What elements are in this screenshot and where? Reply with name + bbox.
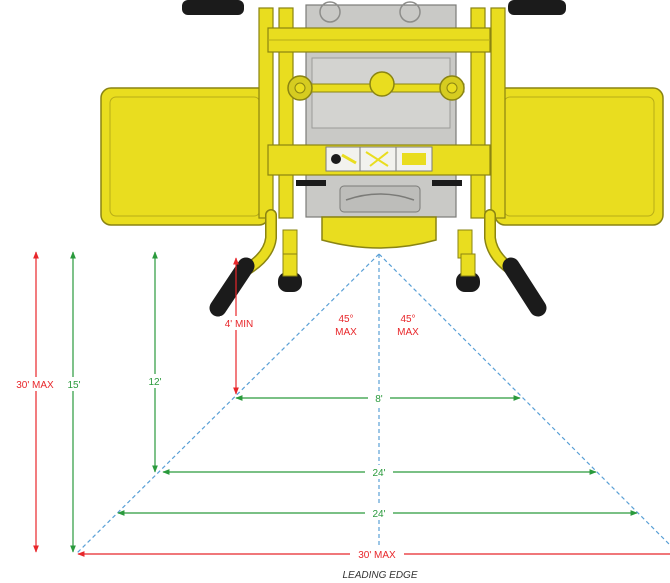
depth-12-label: 12' (148, 377, 161, 388)
dimension-lines (33, 251, 670, 557)
width-24-lower-label: 24' (372, 509, 385, 520)
right-caster-wheel (456, 272, 480, 292)
left-45-degree-line (76, 253, 380, 554)
right-angle-degree-label: 45° (400, 314, 415, 325)
left-angle-max-label: MAX (335, 327, 357, 338)
right-grip (502, 257, 547, 317)
front-right-tire (508, 0, 566, 15)
right-side-platform (494, 87, 664, 226)
diagram-labels: 4' MIN 45° MAX 45° MAX 8' 24' 24' 30' MA… (16, 314, 419, 581)
left-grip (209, 257, 255, 317)
left-angle-degree-label: 45° (338, 314, 353, 325)
width-24-upper-label: 24' (372, 468, 385, 479)
right-angle-max-label: MAX (397, 327, 419, 338)
rear-bumper (321, 216, 437, 249)
machine-illustration (100, 0, 664, 317)
leading-edge-label: LEADING EDGE (342, 570, 417, 581)
width-8-label: 8' (375, 394, 383, 405)
depth-15-label: 15' (67, 380, 80, 391)
left-caster-wheel (278, 272, 302, 292)
width-30-label: 30' MAX (358, 550, 396, 561)
min-distance-label: 4' MIN (225, 319, 254, 330)
right-45-degree-line (378, 253, 670, 546)
depth-30-label: 30' MAX (16, 380, 54, 391)
front-left-tire (182, 0, 244, 15)
left-side-platform (100, 87, 270, 226)
